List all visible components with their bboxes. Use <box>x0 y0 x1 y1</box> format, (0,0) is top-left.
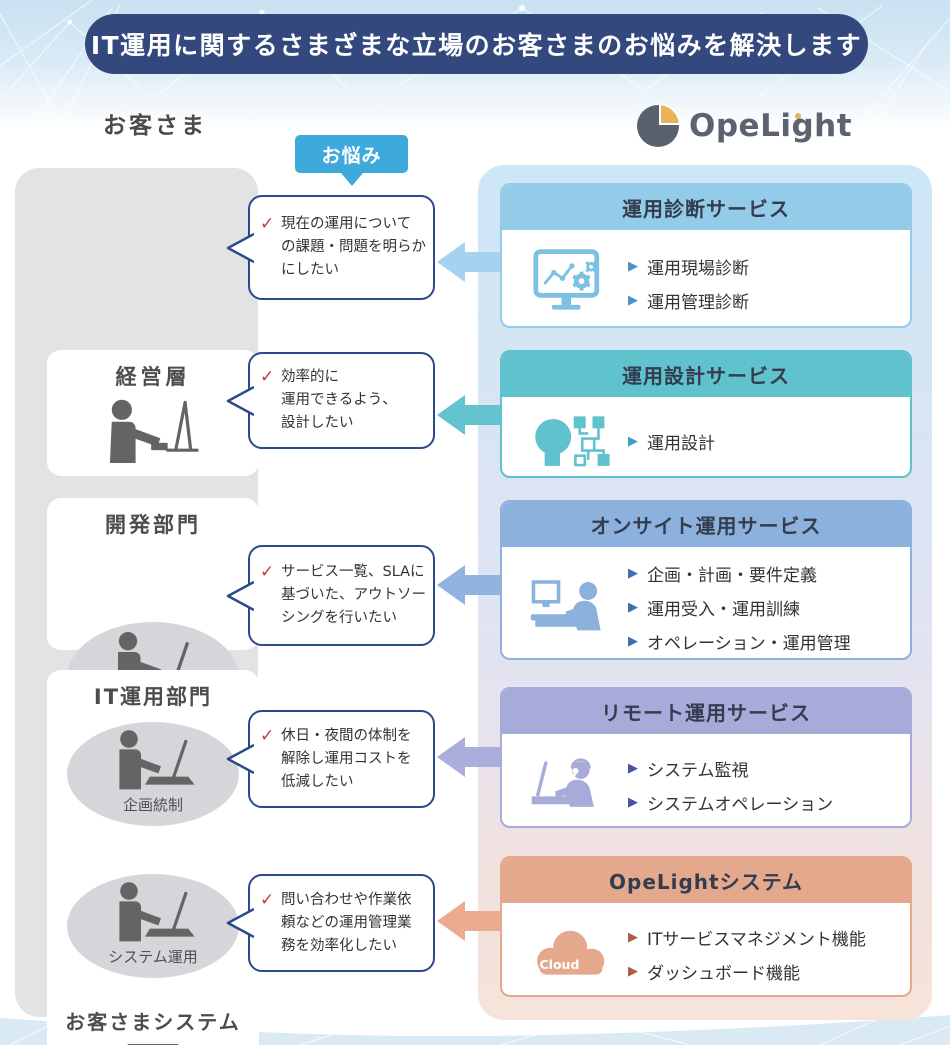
service-item: ダッシュボード機能 <box>647 963 800 984</box>
bubble-tail <box>226 580 254 611</box>
opelight-logo: OpeLight <box>634 102 852 150</box>
role-label: 企画統制 <box>122 796 183 814</box>
check-icon: ✓ <box>260 214 275 234</box>
service-item: システムオペレーション <box>647 794 834 815</box>
triangle-bullet-icon: ▶ <box>628 566 638 581</box>
triangle-bullet-icon: ▶ <box>628 760 638 776</box>
triangle-bullet-icon: ▶ <box>628 929 638 945</box>
customer-group-title: 開発部門 <box>105 513 201 537</box>
service-item: 運用設計 <box>647 434 715 454</box>
customers-panel: 経営層 開発部門 <box>15 168 259 1045</box>
service-card-opelight-system: OpeLightシステム Cloud ▶ ITサービスマネジメント機能 ▶ ダッシュ… <box>500 856 912 997</box>
person-at-laptop-icon <box>119 882 195 942</box>
person-at-laptop-icon <box>119 730 195 790</box>
left-arrow-icon <box>437 737 503 777</box>
customer-card-development: 開発部門 開発・インフラ <box>47 498 259 734</box>
service-card-diagnosis: 運用診断サービス <box>500 183 912 328</box>
concern-text: 問い合わせや作業依 頼などの運用管理業 務を効率化したい <box>281 891 412 954</box>
left-arrow-icon <box>437 242 503 282</box>
pie-logo-icon <box>637 102 682 147</box>
cloud-label: Cloud <box>539 957 579 972</box>
role-ellipse: 企画統制 <box>67 722 239 826</box>
title-banner: IT運用に関するさまざまな立場のお客さまのお悩みを解決します <box>85 14 868 74</box>
triangle-bullet-icon: ▶ <box>628 258 638 274</box>
customer-system-heading: お客さまシステム <box>65 1010 241 1034</box>
left-arrow-icon <box>437 901 503 941</box>
service-card-onsite: オンサイト運用サービス ▶ 企画・計画・要件定義 ▶ 運用受入・運用訓練 ▶ オペレー… <box>500 500 912 660</box>
bubble-tail <box>226 908 254 938</box>
bubble-tail <box>226 744 254 774</box>
customer-group-title: 経営層 <box>115 365 191 389</box>
customers-heading: お客さま <box>103 113 207 139</box>
triangle-bullet-icon: ▶ <box>628 634 638 649</box>
banner-text: IT運用に関するさまざまな立場のお客さまのお悩みを解決します <box>90 31 863 60</box>
left-arrow-icon <box>437 395 503 435</box>
service-card-remote: リモート運用サービス ▶ システム監視 ▶ システムオペレーション <box>500 687 912 828</box>
left-arrow-icon <box>437 565 503 605</box>
person-at-monitor-icon <box>109 399 199 463</box>
bubble-tail <box>226 232 254 263</box>
triangle-bullet-icon: ▶ <box>628 292 638 308</box>
service-title: オンサイト運用サービス <box>502 502 910 547</box>
head-flowchart-icon <box>535 415 610 466</box>
service-item: 企画・計画・要件定義 <box>647 566 817 586</box>
concern-bubble: ✓ 休日・夜間の体制を 解除し運用コストを 低減したい <box>226 710 435 808</box>
concern-badge: お悩み <box>295 135 408 186</box>
concern-text: 現在の運用について の課題・問題を明らか にしたい <box>281 216 426 278</box>
customer-card-it-operations: IT運用部門 企画統制 <box>47 670 259 1045</box>
customer-group-title: IT運用部門 <box>93 685 213 709</box>
service-title: 運用設計サービス <box>502 352 910 397</box>
concern-bubble: ✓ 現在の運用について の課題・問題を明らか にしたい <box>226 195 435 300</box>
triangle-bullet-icon: ▶ <box>628 600 638 615</box>
triangle-bullet-icon: ▶ <box>628 794 638 810</box>
triangle-bullet-icon: ▶ <box>628 434 638 449</box>
check-icon: ✓ <box>260 725 275 746</box>
concern-bubble: ✓ サービス一覧、SLAに 基づいた、アウトソー シングを行いたい <box>226 545 435 646</box>
role-ellipse: システム運用 <box>67 874 239 978</box>
role-label: システム運用 <box>108 948 198 966</box>
service-item: ITサービスマネジメント機能 <box>647 929 866 950</box>
service-title: 運用診断サービス <box>502 185 910 230</box>
concern-text: サービス一覧、SLAに 基づいた、アウトソー シングを行いたい <box>281 564 426 626</box>
concern-bubble: ✓ 効率的に 運用できるよう、 設計したい <box>226 352 435 449</box>
service-card-design: 運用設計サービス ▶ 運用設計 <box>500 350 912 478</box>
triangle-bullet-icon: ▶ <box>628 963 638 979</box>
concern-text: 効率的に 運用できるよう、 設計したい <box>281 369 397 431</box>
service-item: 運用管理診断 <box>647 292 749 313</box>
person-desk-icon <box>530 579 601 630</box>
cloud-icon: Cloud <box>537 930 605 975</box>
concern-bubble: ✓ 問い合わせや作業依 頼などの運用管理業 務を効率化したい <box>226 874 435 972</box>
service-item: 運用現場診断 <box>647 258 749 279</box>
logo-i-dot-accent <box>795 113 801 119</box>
customer-card-management: 経営層 <box>47 350 259 476</box>
service-title: リモート運用サービス <box>502 689 910 734</box>
service-title: OpeLightシステム <box>502 858 910 903</box>
service-item: 運用受入・運用訓練 <box>647 600 800 620</box>
logo-wordmark: OpeLight <box>689 108 853 144</box>
check-icon: ✓ <box>260 889 275 910</box>
bubble-tail <box>226 385 254 416</box>
check-icon: ✓ <box>260 367 275 387</box>
service-item: オペレーション・運用管理 <box>647 634 851 654</box>
service-item: システム監視 <box>647 760 749 781</box>
check-icon: ✓ <box>260 562 275 582</box>
monitor-chart-icon <box>533 249 600 310</box>
concern-text: 休日・夜間の体制を 解除し運用コストを 低減したい <box>281 727 412 790</box>
person-headset-icon <box>531 758 594 807</box>
